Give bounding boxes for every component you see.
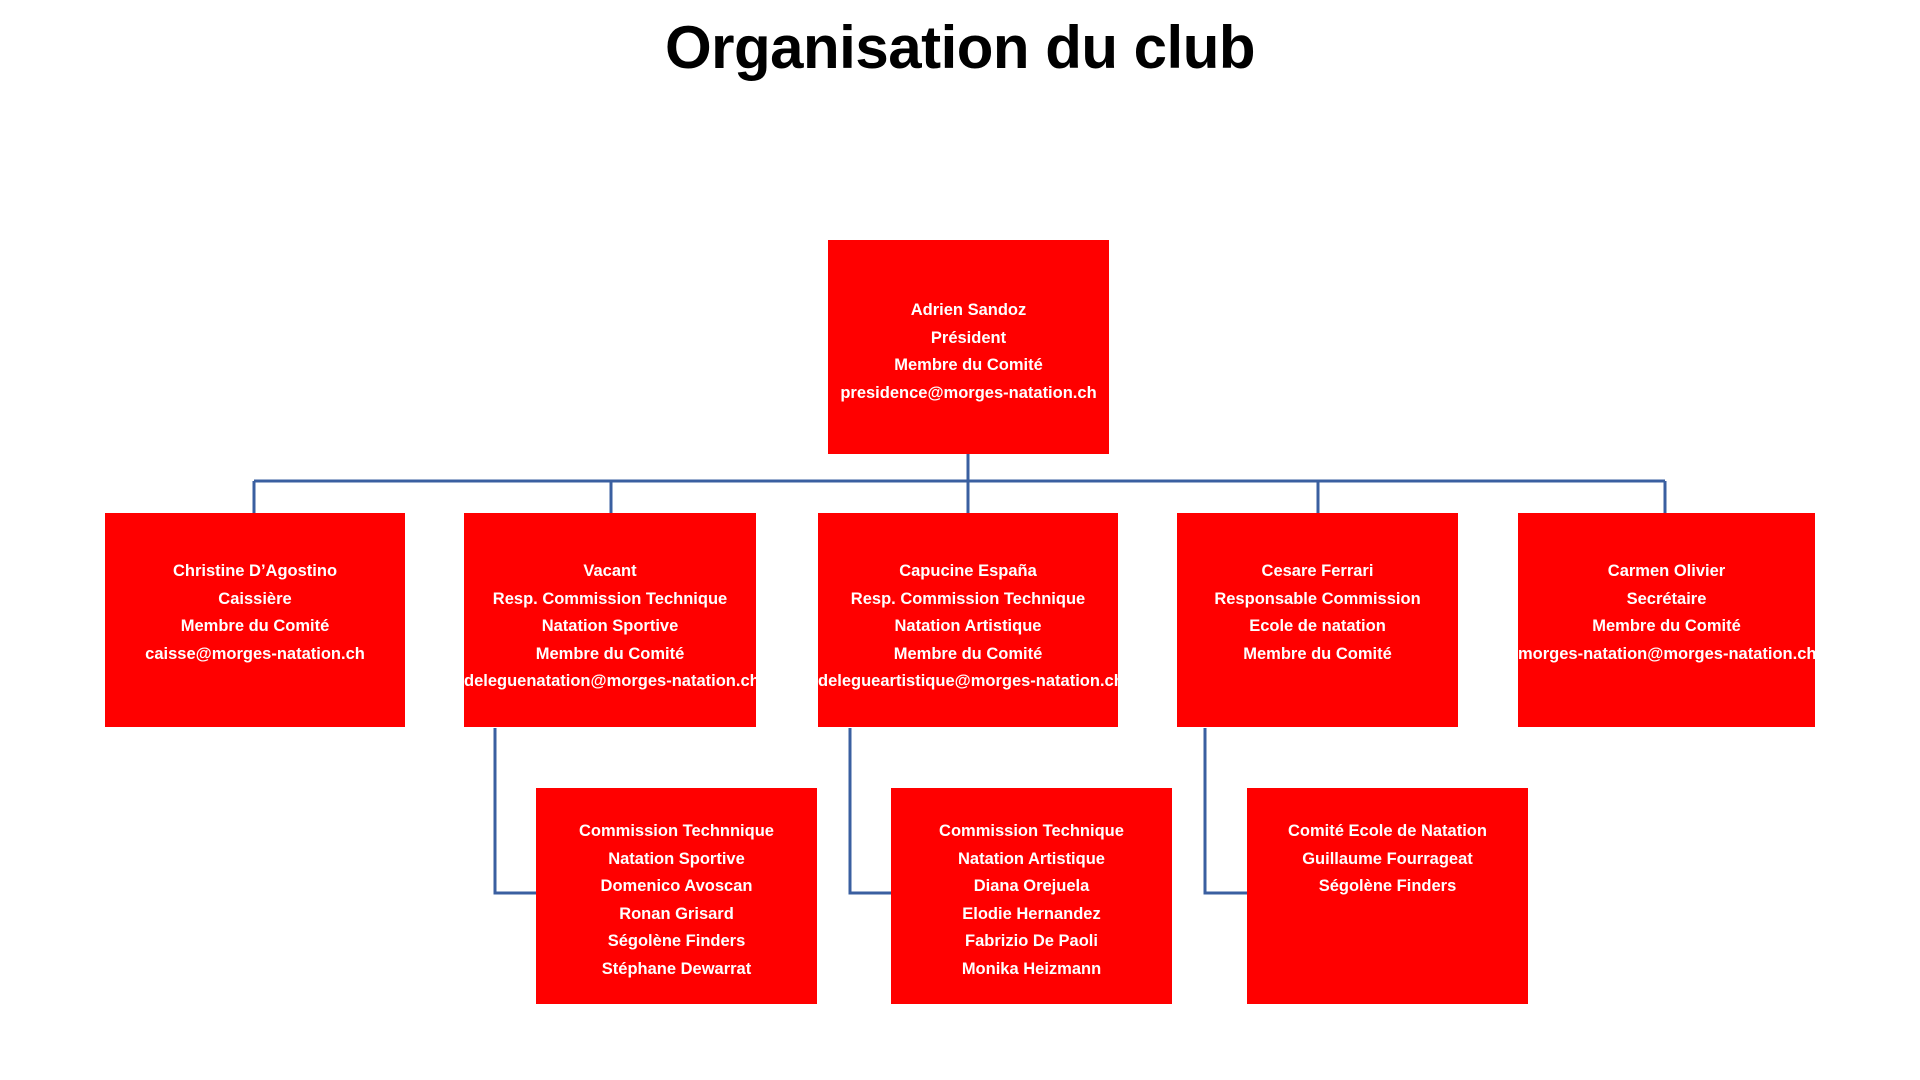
secretaire-email: morges-natation@morges-natation.ch [1518, 644, 1817, 663]
org-box-president[interactable]: Adrien Sandoz Président Membre du Comité… [828, 240, 1109, 454]
caissiere-role: Caissière [218, 589, 292, 608]
comm-sportive-member: Ségolène Finders [607, 932, 746, 950]
president-name: Adrien Sandoz [910, 301, 1027, 319]
org-box-comm-sportive-lines: Commission Technnique Natation Sportive … [536, 818, 817, 983]
comm-sportive-member: Stéphane Dewarrat [601, 959, 752, 978]
connector-elbow-comm-artistique [848, 728, 892, 895]
comite-ecole-title: Comité Ecole de Natation [1288, 822, 1487, 840]
president-role: Président [930, 328, 1007, 347]
artistique-name: Capucine España [899, 562, 1037, 580]
page-title: Organisation du club [664, 14, 1256, 81]
caissiere-name: Christine D’Agostino [172, 562, 338, 580]
comm-sportive-title: Commission Technnique [579, 822, 774, 840]
org-box-commission-natation-artistique[interactable]: Commission Technique Natation Artistique… [891, 788, 1172, 1004]
comm-sportive-member: Ronan Grisard [619, 904, 734, 923]
connector-elbow-comm-sportive [493, 728, 537, 895]
comm-artistique-member: Monika Heizmann [961, 959, 1102, 978]
comm-sportive-member: Domenico Avoscan [600, 877, 753, 895]
ecole-membership: Membre du Comité [1243, 644, 1392, 663]
org-box-secretaire[interactable]: Carmen Olivier Secrétaire Membre du Comi… [1518, 513, 1817, 727]
org-box-comm-artistique-lines: Commission Technique Natation Artistique… [891, 818, 1172, 983]
comite-ecole-member: Ségolène Finders [1318, 877, 1457, 895]
artistique-discipline: Natation Artistique [894, 617, 1042, 635]
org-box-ecole-lines: Cesare Ferrari Responsable Commission Ec… [1177, 558, 1458, 668]
vacant-discipline: Natation Sportive [541, 617, 679, 635]
artistique-role: Resp. Commission Technique [850, 589, 1086, 608]
org-box-secretaire-lines: Carmen Olivier Secrétaire Membre du Comi… [1518, 558, 1817, 668]
org-box-president-lines: Adrien Sandoz Président Membre du Comité… [828, 297, 1109, 407]
artistique-email: delegueartistique@morges-natation.ch [818, 672, 1124, 690]
org-box-commission-natation-sportive[interactable]: Commission Technnique Natation Sportive … [536, 788, 817, 1004]
secretaire-role: Secrétaire [1626, 589, 1707, 608]
president-email: presidence@morges-natation.ch [840, 383, 1097, 402]
comm-sportive-subtitle: Natation Sportive [608, 849, 745, 868]
comm-artistique-member: Elodie Hernandez [962, 904, 1101, 923]
ecole-discipline: Ecole de natation [1249, 617, 1386, 635]
org-box-caissiere[interactable]: Christine D’Agostino Caissière Membre du… [105, 513, 405, 727]
comite-ecole-member: Guillaume Fourrageat [1302, 849, 1473, 868]
ecole-role: Responsable Commission [1214, 589, 1421, 608]
caissiere-membership: Membre du Comité [180, 617, 330, 635]
org-box-comite-ecole-lines: Comité Ecole de Natation Guillaume Fourr… [1247, 818, 1528, 901]
comm-artistique-subtitle: Natation Artistique [958, 849, 1105, 868]
org-box-artistique-lines: Capucine España Resp. Commission Techniq… [818, 558, 1124, 696]
org-box-resp-ecole-natation[interactable]: Cesare Ferrari Responsable Commission Ec… [1177, 513, 1458, 727]
vacant-email: deleguenatation@morges-natation.ch [464, 672, 760, 690]
president-membership: Membre du Comité [894, 356, 1043, 374]
comm-artistique-member: Fabrizio De Paoli [965, 932, 1098, 950]
caissiere-email: caisse@morges-natation.ch [145, 644, 365, 663]
org-box-comite-ecole-natation[interactable]: Comité Ecole de Natation Guillaume Fourr… [1247, 788, 1528, 1004]
org-box-resp-natation-artistique[interactable]: Capucine España Resp. Commission Techniq… [818, 513, 1124, 727]
org-box-caissiere-lines: Christine D’Agostino Caissière Membre du… [105, 558, 405, 668]
comm-artistique-title: Commission Technique [939, 822, 1124, 840]
org-box-vacant-lines: Vacant Resp. Commission Technique Natati… [464, 558, 760, 696]
connector-elbow-comite-ecole [1203, 728, 1248, 895]
vacant-role: Resp. Commission Technique [492, 589, 728, 608]
secretaire-membership: Membre du Comité [1592, 617, 1741, 635]
comm-artistique-member: Diana Orejuela [973, 877, 1090, 895]
secretaire-name: Carmen Olivier [1607, 562, 1726, 580]
ecole-name: Cesare Ferrari [1261, 562, 1374, 580]
artistique-membership: Membre du Comité [893, 644, 1043, 663]
org-box-resp-natation-sportive[interactable]: Vacant Resp. Commission Technique Natati… [464, 513, 760, 727]
vacant-membership: Membre du Comité [535, 644, 685, 663]
vacant-name: Vacant [583, 562, 637, 580]
